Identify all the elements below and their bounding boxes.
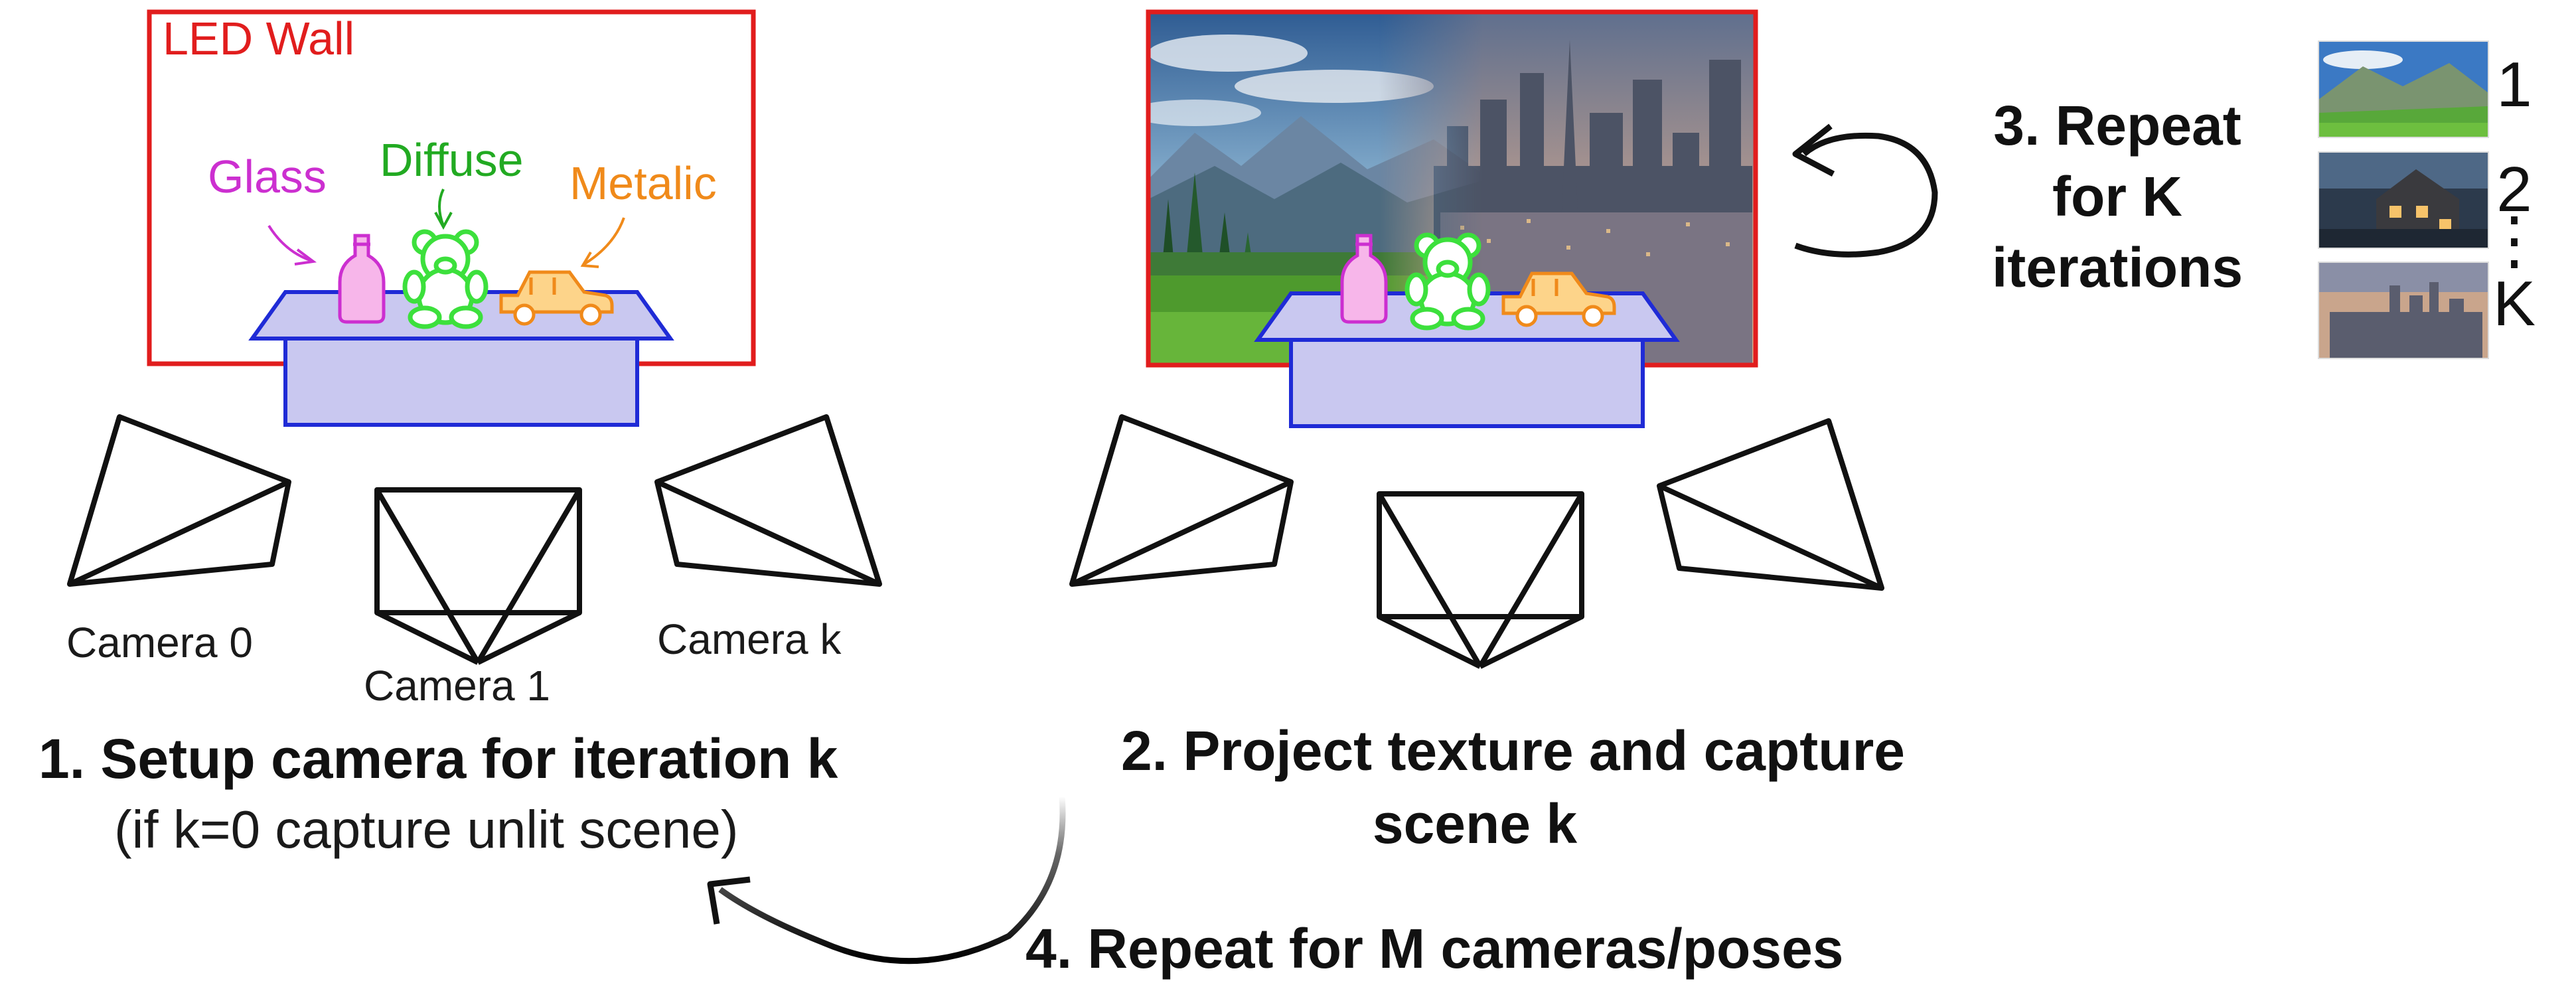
repeat-cameras-arrow-icon <box>707 796 1066 964</box>
teddy-bear-right-icon <box>1404 232 1491 331</box>
metalic-pointer-head <box>580 251 599 268</box>
thumbnail-k <box>2318 262 2489 359</box>
diffuse-label: Diffuse <box>380 134 524 186</box>
glass-pointer-head <box>294 248 317 266</box>
right-scene <box>1146 9 1758 428</box>
ellipsis-label: ⋮ <box>2482 205 2546 276</box>
step-1-title: 1. Setup camera for iteration k <box>38 728 838 790</box>
camera-k-right-frustum-icon <box>1657 418 1884 591</box>
camera-1-label: Camera 1 <box>364 662 550 710</box>
toy-car-icon <box>499 270 614 326</box>
repeat-iterations-arrow-icon <box>1792 123 1938 258</box>
glass-label: Glass <box>208 151 327 202</box>
thumbnail-2-label: 2 <box>2496 154 2532 225</box>
step-2-line-2: scene k <box>1373 793 1578 855</box>
metalic-label: Metalic <box>569 157 717 209</box>
camera-0-right-frustum-icon <box>1069 414 1294 587</box>
camera-1-right-frustum-icon <box>1377 491 1584 669</box>
left-scene: LED Wall Glass Diffuse Metalic <box>147 9 756 427</box>
camera-k-label: Camera k <box>657 615 842 663</box>
thumbnail-1 <box>2318 40 2489 138</box>
camera-1-frustum-icon <box>374 487 582 665</box>
thumbnail-1-label: 1 <box>2496 49 2532 120</box>
led-wall-label: LED Wall <box>163 13 354 64</box>
step-2-line-1: 2. Project texture and capture <box>1121 720 1905 782</box>
glass-pointer-arrow <box>267 224 313 262</box>
glass-bottle-icon <box>338 234 386 324</box>
camera-0-label: Camera 0 <box>66 619 253 666</box>
thumbnail-k-label: K <box>2493 268 2536 339</box>
metalic-pointer-arrow <box>583 217 625 266</box>
step-1-note: (if k=0 capture unlit scene) <box>114 800 738 859</box>
toy-car-right-icon <box>1501 271 1616 327</box>
camera-0-frustum-icon <box>67 414 291 587</box>
step-3-line-3: iterations <box>1992 236 2243 299</box>
step-3-line-1: 3. Repeat <box>1993 94 2241 157</box>
camera-k-frustum-icon <box>654 414 882 587</box>
teddy-bear-icon <box>402 229 489 329</box>
step-3-line-2: for K <box>2052 165 2182 228</box>
glass-bottle-right-icon <box>1340 234 1388 324</box>
thumbnail-2 <box>2318 151 2489 249</box>
diffuse-pointer-head <box>434 212 453 230</box>
step-4-title: 4. Repeat for M cameras/poses <box>1025 917 1844 980</box>
